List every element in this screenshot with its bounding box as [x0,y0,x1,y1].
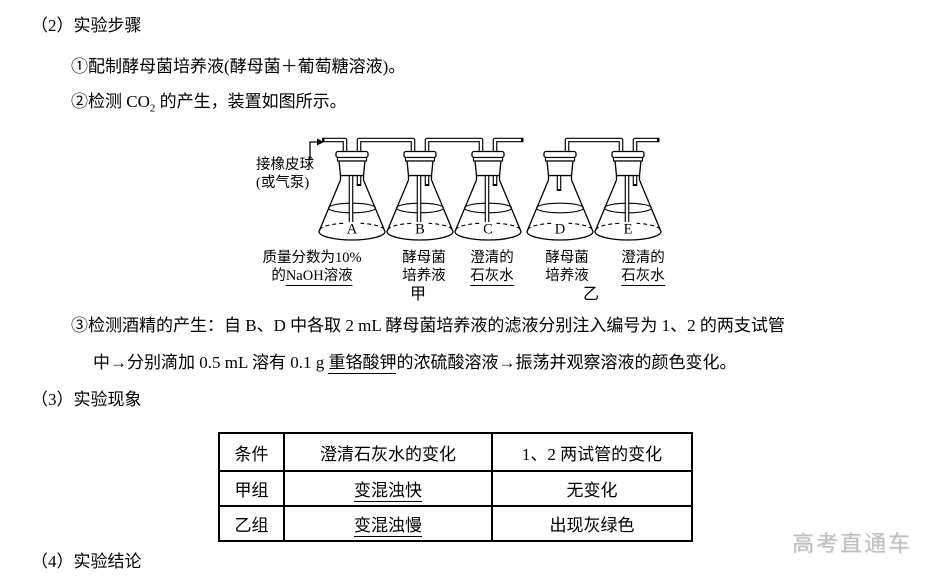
table-cell: 甲组 [218,470,285,507]
flask-letter: A [347,222,358,238]
table-row: 甲组 变混浊快 无变化 [218,470,693,507]
flask-label-line: 石灰水 [470,267,514,286]
step-3-line2-pre: 中→分别滴加 0.5 mL 溶有 0.1 g [93,353,329,372]
flask-label-line: 质量分数为10% [262,249,361,267]
text-segment: 的 [271,268,286,284]
flask-label-line: 澄清的 [470,249,514,267]
text-segment: 石灰水 [621,268,665,286]
pump-label-line1: 接橡皮球 [256,157,314,173]
text-segment: 乙组 [234,516,269,535]
table-cell: 乙组 [218,505,285,542]
pump-arrow [309,138,324,159]
group-label-1: 甲 [409,286,427,303]
text-segment: 培养液 [545,268,589,284]
text-segment: 无变化 [566,481,618,500]
text-segment: 变混浊慢 [354,516,422,537]
flask-label-line: 培养液 [402,267,446,285]
step-2-pre: ②检测 CO [71,92,150,111]
co2-subscript: 2 [149,102,156,115]
table-cell: 出现灰绿色 [491,505,693,542]
step-2-post: 的产生，装置如图所示。 [155,92,347,111]
text-segment: 澄清的 [621,250,665,266]
flask-label-line: 酵母菌 [545,249,589,267]
flask-letter: C [483,222,493,238]
flask-label-C: 澄清的石灰水 [470,249,514,286]
section-heading-phenomena: （3）实验现象 [31,390,142,409]
connecting-tubes [322,137,660,154]
flask-label-A: 质量分数为10%的NaOH溶液 [262,249,362,286]
table-header-cell: 1、2 两试管的变化 [491,432,693,472]
flask-B: B [386,150,454,241]
group-label-2: 乙 [582,286,600,303]
flask-E: E [594,150,662,241]
flasks-group: A B C D E [318,150,662,241]
text-segment: 甲组 [234,481,269,500]
step-2-text: ②检测 CO2 的产生，装置如图所示。 [71,92,347,115]
flask-C: C [454,150,522,241]
text-segment: 质量分数为10% [262,250,362,266]
table-cell: 无变化 [491,470,693,507]
pump-label: 接橡皮球 (或气泵) [256,156,314,192]
flask-label-E: 澄清的石灰水 [621,249,665,286]
flask-D: D [526,150,594,241]
text-segment: 酵母菌 [402,250,446,266]
text-segment: 变混浊快 [354,481,422,502]
table-header-cell: 条件 [218,432,285,472]
table-cell: 变混浊快 [283,470,493,507]
text-segment: 出现灰绿色 [549,516,635,535]
pump-label-line2: (或气泵) [256,175,310,191]
flask-letter: E [624,222,633,238]
table-cell: 变混浊慢 [283,505,493,542]
flask-label-line: 石灰水 [621,267,665,286]
text-segment: NaOH溶液 [285,268,353,286]
section-heading-steps: （2）实验步骤 [31,16,142,35]
apparatus-diagram: A B C D E [309,137,662,241]
flask-label-D: 酵母菌培养液 [545,249,589,285]
step-3-line2-post: 的浓硫酸溶液→振荡并观察溶液的颜色变化。 [396,353,737,372]
flask-label-line: 酵母菌 [402,249,446,267]
step-1-text: ①配制酵母菌培养液(酵母菌＋葡萄糖溶液)。 [71,57,406,76]
flask-label-B: 酵母菌培养液 [402,249,446,285]
table-header-cell: 澄清石灰水的变化 [283,432,493,472]
flask-label-line: 培养液 [545,267,589,285]
flask-label-line: 澄清的 [621,249,665,267]
step-3-line1: ③检测酒精的产生：自 B、D 中各取 2 mL 酵母菌培养液的滤液分别注入编号为… [71,316,785,335]
text-segment: 澄清的 [470,250,514,266]
watermark: 高考直通车 [792,531,913,556]
flask-letter: B [415,222,425,238]
text-segment: 酵母菌 [545,250,589,266]
step-3-line2: 中→分别滴加 0.5 mL 溶有 0.1 g 重铬酸钾的浓硫酸溶液→振荡并观察溶… [93,353,737,374]
flask-A: A [318,150,386,241]
flask-label-line: 的NaOH溶液 [262,267,361,286]
text-segment: 石灰水 [470,268,514,286]
flask-letter: D [555,222,565,238]
section-heading-conclusion: （4）实验结论 [31,552,142,571]
text-segment: 培养液 [402,268,446,284]
dichromate-term: 重铬酸钾 [328,353,397,374]
table-row: 乙组 变混浊慢 出现灰绿色 [218,505,693,542]
